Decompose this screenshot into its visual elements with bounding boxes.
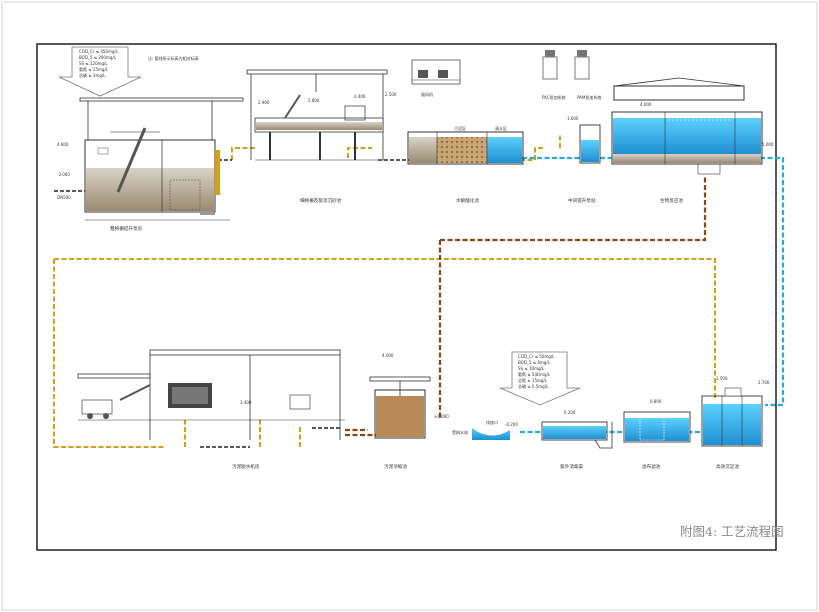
drawing-frame <box>36 43 777 551</box>
coarse-screen-pumphouse: -3.000 DN500 4.600 粗格栅提升泵房 <box>57 97 244 232</box>
effluent-quality-5: 总磷 ≤ 0.5mg/L <box>518 383 549 389</box>
elev-e1: -3.000 <box>57 172 70 177</box>
elev-e7: 2.500 <box>385 92 397 97</box>
unit-fine-screen: 细格栅及旋流沉砂池 <box>300 197 342 204</box>
hydrolysis-tank: 污泥区 清水区 水解酸化池 <box>407 125 524 204</box>
unit-uv: 紫外消毒渠 <box>560 463 583 470</box>
elev-e11: 3.400 <box>240 400 252 405</box>
unit-mid-lift: 中间提升泵站 <box>568 197 596 204</box>
blower-label: 鼓风机 <box>421 91 433 97</box>
elev-e8: 1.600 <box>567 116 579 121</box>
sludge-dewater-room: 3.400 污泥脱水机房 <box>77 349 345 470</box>
elev-e16: 1.500 <box>716 376 728 381</box>
effluent-quality-0: COD_Cr ≤ 50mg/L <box>518 354 555 359</box>
influent-quality-4: 总磷 ≤ 3mg/L <box>79 72 106 78</box>
raw-water-line <box>54 159 410 448</box>
influent-quality-3: 氨氮 ≤ 25mg/L <box>79 66 109 72</box>
uv-channel: 0.200 紫外消毒渠 <box>541 410 613 470</box>
fine-screen-grit: 2.900 2.800 3.400 2.500 细格栅及旋流沉砂池 <box>246 69 397 204</box>
water-zone-label: 清水区 <box>495 125 507 131</box>
unit-sludge-thicken: 污泥浓缩池 <box>384 463 407 470</box>
effluent-quality-3: 氨氮 ≤ 5(8)mg/L <box>518 371 551 377</box>
outfall-label: 排放口 <box>486 419 498 425</box>
elev-e4: 2.800 <box>308 98 320 103</box>
elev-e3: 2.900 <box>258 100 270 105</box>
effluent-quality-arrow: COD_Cr ≤ 50mg/L BOD_5 ≤ 6mg/L SS ≤ 10mg/… <box>499 351 581 406</box>
gas-pipeline <box>53 135 716 448</box>
effluent-quality-4: 总氮 ≤ 15mg/L <box>518 377 548 383</box>
elev-e6: 4.000 <box>382 353 394 358</box>
influent-quality-arrow: COD_Cr ≤ 450mg/L BOD_5 ≤ 200mg/L SS ≤ 12… <box>58 46 142 97</box>
effluent-quality-2: SS ≤ 10mg/L <box>518 366 545 371</box>
high-eff-sed-tank: 1.500 2.700 高效沉淀池 <box>701 376 770 470</box>
cloth-filter: 0.800 滤布滤池 <box>623 399 691 470</box>
dosing-systems: PAC投加系统 PAM投加系统 <box>542 50 601 100</box>
unit-filter: 滤布滤池 <box>642 463 661 470</box>
effluent-quality-1: BOD_5 ≤ 6mg/L <box>518 360 551 365</box>
screen-note: 注: 管线所示标高为相对标高 <box>148 55 199 61</box>
sludge-thicken-tank: 4.000 ±0.000 污泥浓缩池 <box>369 353 449 470</box>
sludge-zone-label: 污泥区 <box>454 125 466 131</box>
mid-lift-pump: 1.600 中间提升泵站 <box>567 116 601 204</box>
elev-e14: 0.200 <box>564 410 576 415</box>
elev-e10: 5.000 <box>762 142 774 147</box>
bio-reaction-tank: 4.000 生物反应池 5.000 <box>611 77 774 204</box>
influent-quality-1: BOD_5 ≤ 200mg/L <box>79 55 117 60</box>
influent-quality-0: COD_Cr ≤ 450mg/L <box>79 49 119 54</box>
blower-unit: 鼓风机 <box>411 59 461 97</box>
inlet-pipe: DN500 <box>57 195 71 200</box>
elev-e12: ±0.000 <box>434 414 449 419</box>
unit-coarse-screen: 粗格栅提升泵房 <box>110 225 143 232</box>
outfall: 受纳水体 排放口 -0.200 <box>452 419 518 440</box>
elev-e2: 4.600 <box>57 142 69 147</box>
unit-high-eff: 高效沉淀池 <box>716 463 739 470</box>
influent-quality-2: SS ≤ 120mg/L <box>79 61 108 66</box>
elev-e5: 3.400 <box>354 94 366 99</box>
pam-label: PAM投加系统 <box>577 94 601 100</box>
river-label: 受纳水体 <box>452 429 468 435</box>
elev-e9: 4.000 <box>640 102 652 107</box>
elev-e15: 0.800 <box>650 399 662 404</box>
elev-e17: 2.700 <box>758 380 770 385</box>
unit-bio: 生物反应池 <box>660 197 683 204</box>
unit-sludge-dewater: 污泥脱水机房 <box>232 463 260 470</box>
unit-hydrolysis: 水解酸化池 <box>456 197 479 204</box>
elev-e13: -0.200 <box>505 422 518 427</box>
pac-label: PAC投加系统 <box>542 94 566 100</box>
drawing-title: 附图4: 工艺流程图 <box>680 524 784 539</box>
